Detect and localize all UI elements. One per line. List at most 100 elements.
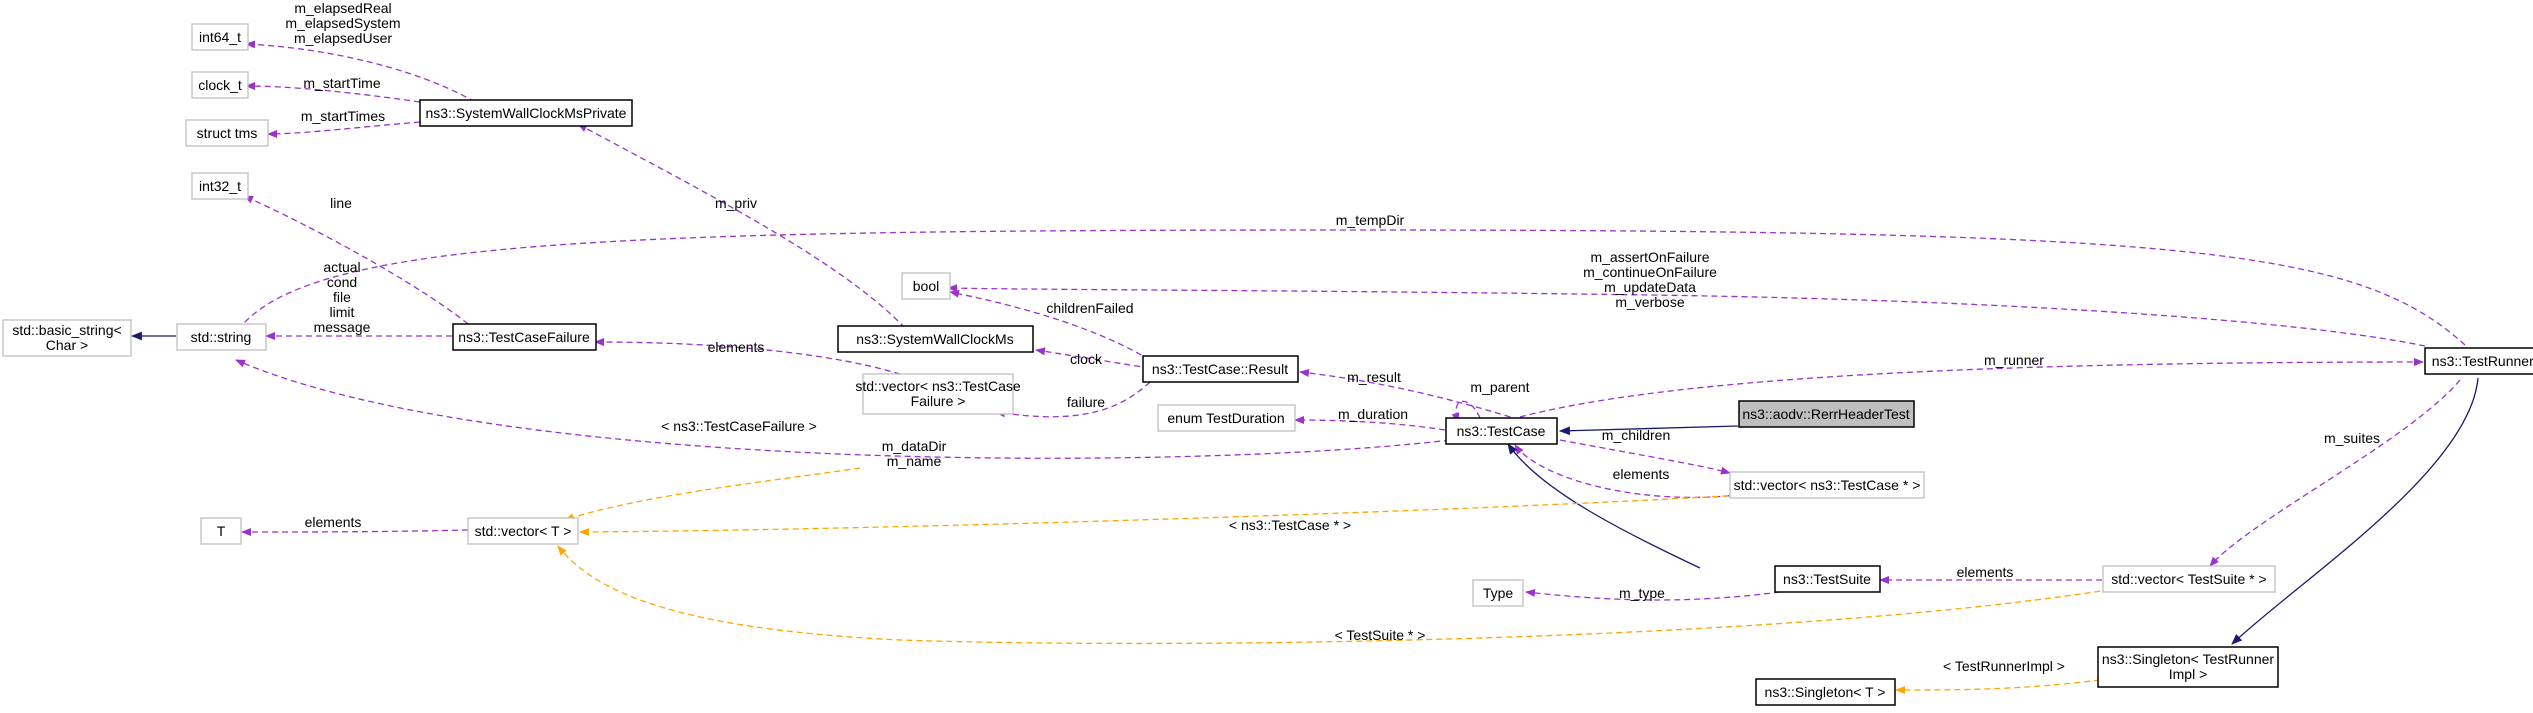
label-elapsed-2: m_elapsedSystem <box>285 15 400 31</box>
edge-elements-T <box>241 527 469 536</box>
node-basic-string[interactable]: std::basic_string< Char > <box>2 319 132 357</box>
node-testsuite[interactable]: ns3::TestSuite <box>1774 565 1881 593</box>
label-m-duration: m_duration <box>1338 406 1408 422</box>
label-field-3: file <box>333 289 351 305</box>
svg-text:ns3::TestCase::Result: ns3::TestCase::Result <box>1152 361 1288 377</box>
svg-text:Type: Type <box>1483 585 1514 601</box>
svg-text:ns3::SystemWallClockMs: ns3::SystemWallClockMs <box>856 331 1013 347</box>
svg-text:std::vector< TestSuite * >: std::vector< TestSuite * > <box>2111 571 2266 587</box>
label-m-suites: m_suites <box>2324 430 2380 446</box>
edge-tmpl-ts <box>557 545 2121 645</box>
edge-line <box>243 195 469 325</box>
node-singleton-T[interactable]: ns3::Singleton< T > <box>1755 678 1896 706</box>
node-T[interactable]: T <box>200 517 242 545</box>
node-testcase-failure[interactable]: ns3::TestCaseFailure <box>452 323 597 351</box>
node-test-duration[interactable]: enum TestDuration <box>1157 404 1296 432</box>
label-children-failed: childrenFailed <box>1046 300 1133 316</box>
node-singleton-runner-impl[interactable]: ns3::Singleton< TestRunner Impl > <box>2097 646 2279 688</box>
svg-text:std::vector< ns3::TestCase * >: std::vector< ns3::TestCase * > <box>1734 477 1921 493</box>
label-tmpl-runner: < TestRunnerImpl > <box>1943 658 2065 674</box>
label-failure: failure <box>1067 394 1105 410</box>
label-elements-ts: elements <box>1957 564 2014 580</box>
label-field-2: cond <box>327 274 357 290</box>
svg-text:std::vector< ns3::TestCase: std::vector< ns3::TestCase <box>855 378 1021 394</box>
label-m-runner: m_runner <box>1984 352 2044 368</box>
node-clock-t[interactable]: clock_t <box>191 71 249 99</box>
svg-text:T: T <box>217 523 226 539</box>
edge-start-time <box>245 82 421 103</box>
edge-m-result <box>1299 369 1521 421</box>
svg-text:ns3::TestSuite: ns3::TestSuite <box>1783 571 1871 587</box>
svg-text:ns3::Singleton< TestRunner: ns3::Singleton< TestRunner <box>2102 651 2274 667</box>
label-elapsed-3: m_elapsedUser <box>294 30 392 46</box>
label-field-4: limit <box>330 304 355 320</box>
svg-text:Impl >: Impl > <box>2169 666 2208 682</box>
label-elements-tc: elements <box>1613 466 1670 482</box>
node-test-runner-impl[interactable]: ns3::TestRunnerImpl <box>2424 347 2533 375</box>
svg-text:int64_t: int64_t <box>199 29 241 45</box>
label-runner-bool-1: m_assertOnFailure <box>1590 249 1709 265</box>
node-int32-t[interactable]: int32_t <box>191 172 249 200</box>
svg-text:Failure >: Failure > <box>911 393 966 409</box>
label-tmpl-ts: < TestSuite * > <box>1335 627 1426 643</box>
edge-m-suites <box>2209 379 2461 567</box>
node-struct-tms[interactable]: struct tms <box>185 119 269 147</box>
svg-text:ns3::TestCase: ns3::TestCase <box>1457 423 1546 439</box>
node-bool[interactable]: bool <box>901 272 951 300</box>
svg-text:Char >: Char > <box>46 337 88 353</box>
svg-text:enum TestDuration: enum TestDuration <box>1167 410 1284 426</box>
label-start-times: m_startTimes <box>301 108 385 124</box>
label-m-priv: m_priv <box>715 195 757 211</box>
label-clock: clock <box>1070 351 1103 367</box>
edge-elapsed <box>245 40 476 103</box>
node-vector-T[interactable]: std::vector< T > <box>467 517 579 545</box>
svg-text:int32_t: int32_t <box>199 178 241 194</box>
edge-testsuite-testcase <box>1507 443 1701 569</box>
node-vector-testcase[interactable]: std::vector< ns3::TestCase * > <box>1729 471 1925 499</box>
node-int64-t[interactable]: int64_t <box>191 23 249 51</box>
label-start-time: m_startTime <box>303 75 380 91</box>
node-rerr-header-test[interactable]: ns3::aodv::RerrHeaderTest <box>1738 400 1915 428</box>
edge-m-runner <box>1519 358 2424 418</box>
svg-text:bool: bool <box>913 278 939 294</box>
label-field-1: actual <box>323 259 360 275</box>
svg-text:std::string: std::string <box>191 329 252 345</box>
svg-text:ns3::SystemWallClockMsPrivate: ns3::SystemWallClockMsPrivate <box>426 105 627 121</box>
svg-text:struct tms: struct tms <box>197 125 258 141</box>
edge-m-parent <box>1451 400 1481 423</box>
svg-text:ns3::TestCaseFailure: ns3::TestCaseFailure <box>458 329 590 345</box>
edge-m-duration <box>1294 416 1446 431</box>
node-testcase[interactable]: ns3::TestCase <box>1445 417 1558 445</box>
node-vector-tcf[interactable]: std::vector< ns3::TestCase Failure > <box>855 373 1021 415</box>
node-Type[interactable]: Type <box>1472 579 1524 607</box>
edge-elements-tcf <box>594 338 901 375</box>
label-m-children: m_children <box>1602 427 1670 443</box>
edge-tmpl-tcf <box>564 467 861 521</box>
node-swcm[interactable]: ns3::SystemWallClockMs <box>837 325 1034 353</box>
label-field-5: message <box>314 319 371 335</box>
label-tmpl-tc: < ns3::TestCase * > <box>1229 517 1351 533</box>
svg-text:std::basic_string<: std::basic_string< <box>12 322 121 338</box>
node-vector-testsuite[interactable]: std::vector< TestSuite * > <box>2102 565 2276 593</box>
node-testcase-result[interactable]: ns3::TestCase::Result <box>1142 355 1299 383</box>
edge-runner-singleton <box>2231 377 2479 645</box>
edge-failure <box>995 381 1151 418</box>
label-data-dir: m_dataDir <box>882 438 947 454</box>
edge-tmpl-runner <box>1895 679 2101 694</box>
edge-data-name <box>235 359 1451 459</box>
label-name: m_name <box>887 453 942 469</box>
svg-text:ns3::Singleton< T >: ns3::Singleton< T > <box>1765 684 1886 700</box>
label-tmpl-tcf: < ns3::TestCaseFailure > <box>661 418 817 434</box>
svg-text:ns3::TestRunnerImpl: ns3::TestRunnerImpl <box>2432 353 2533 369</box>
edge-rerr-testcase <box>1558 425 1739 436</box>
label-temp-dir: m_tempDir <box>1336 212 1405 228</box>
node-std-string[interactable]: std::string <box>176 323 267 351</box>
svg-text:clock_t: clock_t <box>198 77 242 93</box>
svg-text:ns3::aodv::RerrHeaderTest: ns3::aodv::RerrHeaderTest <box>1742 406 1909 422</box>
edge-tmpl-tc <box>579 493 1759 536</box>
svg-text:std::vector< T >: std::vector< T > <box>475 523 572 539</box>
node-swcm-private[interactable]: ns3::SystemWallClockMsPrivate <box>419 99 633 127</box>
label-elements-T: elements <box>305 514 362 530</box>
edge-runner-bools <box>947 284 2426 347</box>
